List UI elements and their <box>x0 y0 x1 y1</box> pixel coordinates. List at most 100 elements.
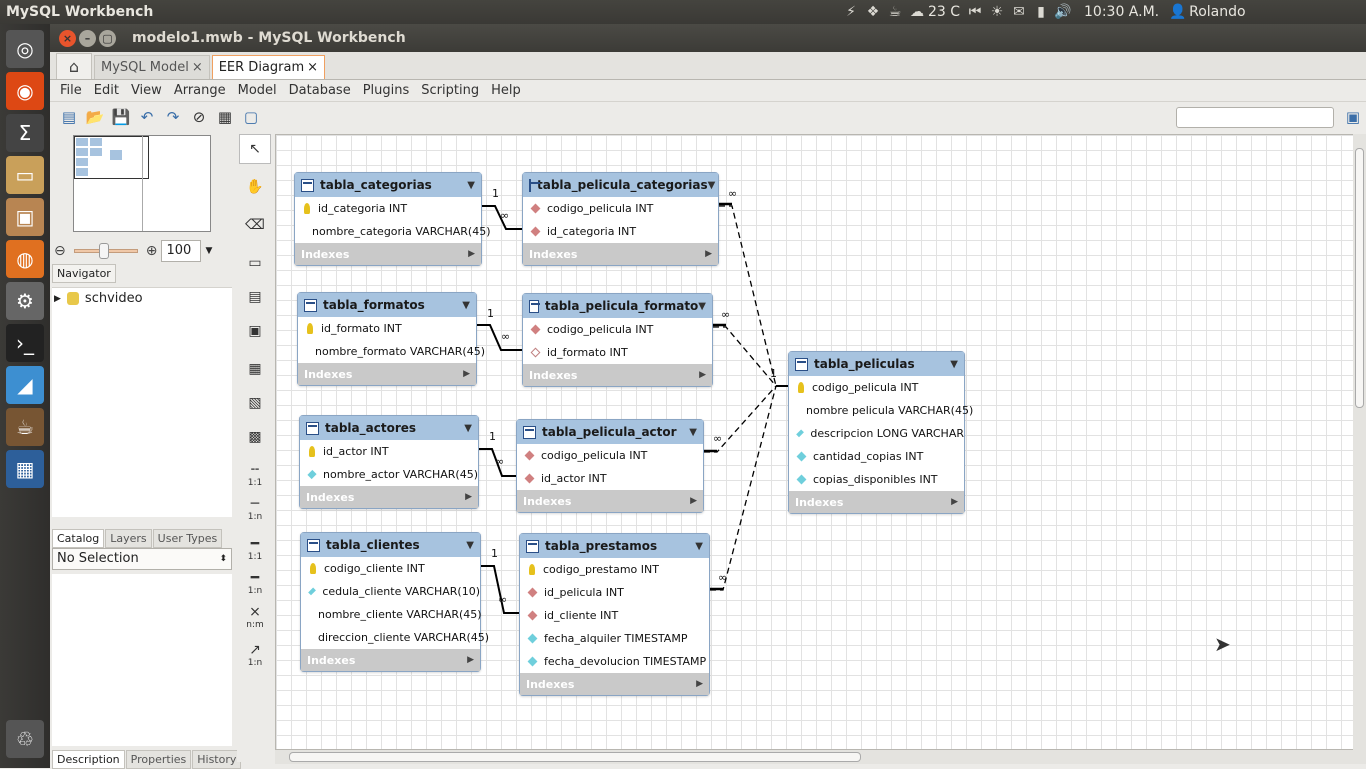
close-icon[interactable]: × <box>191 60 203 75</box>
expand-arrow-icon[interactable]: ▶ <box>696 679 703 689</box>
menu-model[interactable]: Model <box>237 83 277 98</box>
new-document-icon[interactable]: ▤ <box>61 108 77 126</box>
relation-1-n-icon[interactable]: ─1:n <box>247 496 263 522</box>
column-row[interactable]: fecha_alquiler TIMESTAMP <box>520 627 709 650</box>
indexes-section[interactable]: Indexes▶ <box>523 364 712 386</box>
zoom-in-icon[interactable]: ⊕ <box>145 243 158 259</box>
menu-arrange[interactable]: Arrange <box>173 83 226 98</box>
collapse-arrow-icon[interactable]: ▼ <box>466 539 474 551</box>
clock[interactable]: 10:30 A.M. <box>1084 4 1160 20</box>
expand-arrow-icon[interactable]: ▶ <box>951 497 958 507</box>
indexes-section[interactable]: Indexes▶ <box>520 673 709 695</box>
column-row[interactable]: codigo_prestamo INT <box>520 558 709 581</box>
table-header[interactable]: tabla_pelicula_categorias▼ <box>523 173 718 197</box>
ubuntu-icon[interactable]: ◉ <box>6 72 44 110</box>
signal-icon[interactable]: ▮ <box>1037 4 1045 20</box>
navigator-tab[interactable]: Navigator <box>52 264 116 283</box>
tree-item-schema[interactable]: ▶ schvideo <box>52 288 232 309</box>
column-row[interactable]: codigo_pelicula INT <box>517 444 703 467</box>
minimize-icon[interactable]: – <box>79 29 96 47</box>
files-icon[interactable]: ▭ <box>6 156 44 194</box>
close-icon[interactable]: × <box>59 29 76 47</box>
java-icon[interactable]: ☕ <box>6 408 44 446</box>
column-row[interactable]: codigo_pelicula INT <box>523 197 718 220</box>
tab-layers[interactable]: Layers <box>105 529 152 548</box>
relationship-line[interactable] <box>713 326 777 387</box>
settings-icon[interactable]: ⚙ <box>6 282 44 320</box>
menu-help[interactable]: Help <box>491 83 521 98</box>
relationship-line[interactable] <box>719 205 777 387</box>
table-tabla-pelicula-actor[interactable]: tabla_pelicula_actor▼codigo_pelicula INT… <box>516 419 704 513</box>
column-row[interactable]: nombre_actor VARCHAR(45) <box>300 463 478 486</box>
column-row[interactable]: codigo_pelicula INT <box>789 376 964 399</box>
relation-n-m-icon[interactable]: ⨯n:m <box>246 604 264 630</box>
column-row[interactable]: id_actor INT <box>300 440 478 463</box>
toggle-grid-icon[interactable]: ⊘ <box>192 108 206 126</box>
table-header[interactable]: tabla_clientes▼ <box>301 533 480 557</box>
table-header[interactable]: tabla_formatos▼ <box>298 293 476 317</box>
column-row[interactable]: cantidad_copias INT <box>789 445 964 468</box>
menu-view[interactable]: View <box>130 83 162 98</box>
menu-file[interactable]: File <box>60 83 82 98</box>
software-center-icon[interactable]: ▣ <box>6 198 44 236</box>
expand-arrow-icon[interactable]: ▶ <box>690 496 697 506</box>
column-row[interactable]: id_categoria INT <box>295 197 481 220</box>
undo-icon[interactable]: ↶ <box>140 108 154 126</box>
column-row[interactable]: codigo_cliente INT <box>301 557 480 580</box>
mail-icon[interactable]: ✉ <box>1013 4 1025 20</box>
zoom-level-input[interactable]: 100 <box>161 240 202 262</box>
chevron-down-icon[interactable]: ▼ <box>205 246 213 256</box>
coffee-icon[interactable]: ☕ <box>888 4 902 20</box>
temperature[interactable]: 23 C <box>928 4 961 20</box>
brightness-icon[interactable]: ☀ <box>990 4 1004 20</box>
expand-arrow-icon[interactable]: ▶ <box>463 369 470 379</box>
maximize-icon[interactable]: ▢ <box>99 29 116 47</box>
eraser-tool-icon[interactable]: ⌫ <box>245 217 265 233</box>
collapse-arrow-icon[interactable]: ▼ <box>467 179 475 191</box>
expand-arrow-icon[interactable]: ▶ <box>465 492 472 502</box>
relation-existing-icon[interactable]: ↗1:n <box>247 642 263 668</box>
user-name[interactable]: Rolando <box>1189 4 1246 20</box>
note-tool-icon[interactable]: ▤ <box>248 289 262 305</box>
layer-tool-icon[interactable]: ▭ <box>248 255 262 271</box>
collapse-arrow-icon[interactable]: ▼ <box>695 540 703 552</box>
column-row[interactable]: descripcion LONG VARCHAR <box>789 422 964 445</box>
collapse-arrow-icon[interactable]: ▼ <box>464 422 472 434</box>
menu-edit[interactable]: Edit <box>93 83 119 98</box>
table-header[interactable]: tabla_actores▼ <box>300 416 478 440</box>
menu-plugins[interactable]: Plugins <box>362 83 410 98</box>
image-tool-icon[interactable]: ▣ <box>248 323 262 339</box>
hand-tool-icon[interactable]: ✋ <box>246 179 264 195</box>
indexes-section[interactable]: Indexes▶ <box>789 491 964 513</box>
relationship-line[interactable] <box>482 205 522 230</box>
tab-description[interactable]: Description <box>52 750 125 769</box>
horizontal-scrollbar-thumb[interactable] <box>289 752 861 762</box>
expand-arrow-icon[interactable]: ▶ <box>54 293 61 304</box>
firefox-icon[interactable]: ◍ <box>6 240 44 278</box>
menu-scripting[interactable]: Scripting <box>421 83 480 98</box>
table-header[interactable]: tabla_pelicula_formato▼ <box>523 294 712 318</box>
weather-icon[interactable]: ☁ <box>910 4 924 20</box>
horizontal-scrollbar[interactable] <box>275 750 1358 764</box>
column-row[interactable]: id_cliente INT <box>520 604 709 627</box>
search-input[interactable] <box>1176 107 1334 128</box>
relationship-line[interactable] <box>481 565 519 614</box>
expand-arrow-icon[interactable]: ▶ <box>699 370 706 380</box>
vertical-scrollbar-thumb[interactable] <box>1355 148 1364 408</box>
table-header[interactable]: tabla_pelicula_actor▼ <box>517 420 703 444</box>
volume-icon[interactable]: 🔊 <box>1054 4 1072 20</box>
column-row[interactable]: id_formato INT <box>298 317 476 340</box>
close-icon[interactable]: × <box>307 60 319 75</box>
home-tab[interactable]: ⌂ <box>56 53 92 79</box>
column-row[interactable]: id_formato INT <box>523 341 712 364</box>
redo-icon[interactable]: ↷ <box>166 108 180 126</box>
previous-icon[interactable]: ⏮ <box>968 4 982 20</box>
new-diagram-icon[interactable]: ▢ <box>243 108 259 126</box>
relationship-line[interactable] <box>479 448 516 477</box>
collapse-arrow-icon[interactable]: ▼ <box>707 179 716 191</box>
